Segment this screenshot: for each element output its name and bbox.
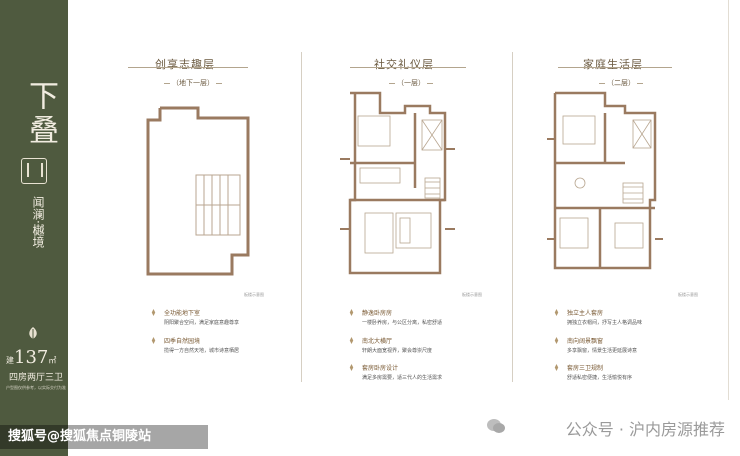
lotus-icon — [554, 364, 559, 371]
panel-1-title: 创享志趣层 — [155, 58, 215, 71]
panel-1-note: 板楼示意图 — [244, 292, 264, 297]
right-border — [728, 0, 729, 400]
seal-icon — [21, 158, 47, 184]
sidebar: 下叠 闻澜·樾境 建137㎡ 四房两厅三卫 户型图仅供参考，以实际交付为准 — [0, 0, 68, 456]
panel-divider — [301, 52, 302, 382]
wechat-icon — [487, 419, 505, 433]
lotus-icon — [554, 337, 559, 344]
lotus-icon — [349, 309, 354, 316]
leaf-icon — [29, 327, 37, 339]
panel-2-rule — [350, 67, 466, 68]
floorplan-ground — [340, 91, 455, 275]
panel-1-rule — [128, 67, 248, 68]
lotus-icon — [151, 309, 156, 316]
panel-3-title: 家庭生活层 — [583, 58, 643, 71]
floorplan-basement — [146, 106, 250, 276]
lotus-icon — [349, 364, 354, 371]
lotus-icon — [349, 337, 354, 344]
panel-1-floor: （地下一层） — [162, 78, 224, 88]
sidebar-title: 下叠 — [23, 80, 58, 148]
lotus-icon — [554, 309, 559, 316]
bottom-caption: 搜狐号@搜狐焦点铜陵站 — [0, 425, 208, 449]
floorplan-second — [547, 91, 663, 270]
area-value: 建137㎡ — [6, 347, 57, 368]
watermark-text: 公众号 · 沪内房源推荐 — [565, 420, 725, 439]
panel-2-note: 板楼示意图 — [462, 292, 482, 297]
panel-3-note: 板楼示意图 — [678, 292, 698, 297]
panel-3-rule — [558, 67, 672, 68]
lotus-icon — [151, 337, 156, 344]
layout-text: 四房两厅三卫 — [9, 373, 64, 383]
panel-3-floor: （二层） — [597, 78, 645, 88]
sidebar-subtitle: 闻澜·樾境 — [31, 196, 45, 248]
sidebar-note: 户型图仅供参考，以实际交付为准 — [6, 385, 66, 390]
panel-2-floor: （一层） — [387, 78, 435, 88]
panel-2-title: 社交礼仪层 — [374, 58, 434, 71]
panel-divider — [512, 52, 513, 382]
